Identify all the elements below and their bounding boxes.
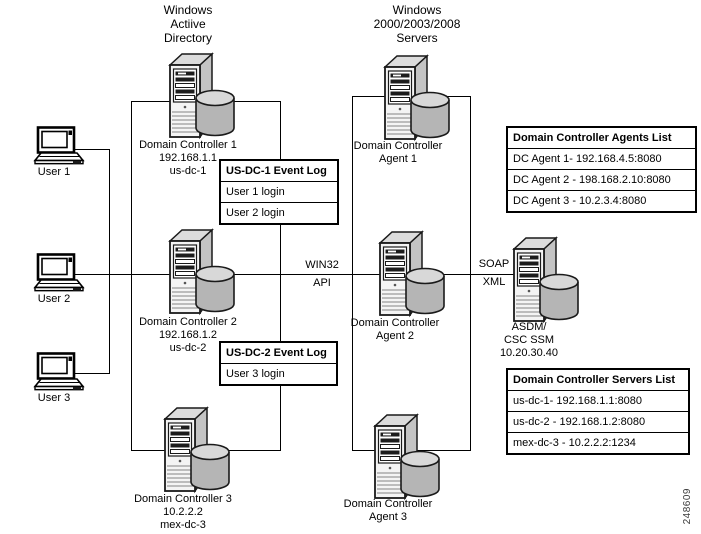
user2-workstation-icon xyxy=(33,253,89,293)
event-log-entry: User 1 login xyxy=(221,182,337,203)
api-label: API xyxy=(313,277,331,289)
agents-list-row: DC Agent 2 - 198.168.2.10:8080 xyxy=(508,170,695,191)
dc1-name: Domain Controller 1 xyxy=(139,139,237,151)
title-line: Actiive xyxy=(170,17,206,31)
servers-title: Windows 2000/2003/2008 Servers xyxy=(347,3,487,45)
user1-workstation-icon xyxy=(33,126,89,166)
dc2-hostname: us-dc-2 xyxy=(169,342,207,354)
agent2-sub: Agent 2 xyxy=(376,330,414,342)
title-line: Directory xyxy=(163,31,212,45)
servers-list-title: Domain Controller Servers List xyxy=(508,370,688,391)
agent1-sub: Agent 1 xyxy=(379,153,417,165)
servers-list-row: mex-dc-3 - 10.2.2.2:1234 xyxy=(513,437,636,449)
dc1-label: Domain Controller 1 192.168.1.1 us-dc-1 xyxy=(128,139,248,178)
servers-list-row: us-dc-2 - 192.168.1.2:8080 xyxy=(508,412,688,433)
agent1-name: Domain Controller xyxy=(353,140,443,152)
servers-list-row: us-dc-1- 192.168.1.1:8080 xyxy=(508,391,688,412)
asdm-label: ASDM/ CSC SSM 10.20.30.40 xyxy=(469,321,589,360)
user3-workstation-icon xyxy=(33,352,89,392)
dc1-ip: 192.168.1.1 xyxy=(158,152,218,164)
title-line: Windows xyxy=(163,3,213,17)
event-log-box-us-dc-2: US-DC-2 Event Log User 3 login xyxy=(219,341,338,386)
soap-label: SOAP xyxy=(478,258,510,270)
user1-label: User 1 xyxy=(37,166,71,178)
event-log-title: US-DC-1 Event Log xyxy=(221,161,337,182)
title-line: 2000/2003/2008 xyxy=(373,17,461,31)
connection-line-user-bus xyxy=(109,149,110,374)
agent3-label: Domain Controller Agent 3 xyxy=(328,498,448,524)
dc3-label: Domain Controller 3 10.2.2.2 mex-dc-3 xyxy=(123,493,243,532)
agent1-label: Domain Controller Agent 1 xyxy=(338,140,458,166)
dc2-server-icon xyxy=(168,228,236,316)
figure-number: 248609 xyxy=(682,488,693,525)
connection-line-user3 xyxy=(72,373,110,374)
title-line: Windows xyxy=(392,3,442,17)
dc3-hostname: mex-dc-3 xyxy=(160,519,206,531)
dc3-ip: 10.2.2.2 xyxy=(163,506,203,518)
asdm-line3: 10.20.30.40 xyxy=(499,347,559,359)
event-log-box-us-dc-1: US-DC-1 Event Log User 1 login User 2 lo… xyxy=(219,159,339,225)
dc1-server-icon xyxy=(168,52,236,140)
connection-line-user1 xyxy=(72,149,110,150)
agent2-server-icon xyxy=(378,230,446,318)
asdm-line1: ASDM/ xyxy=(511,321,547,333)
agent3-server-icon xyxy=(373,413,441,501)
win32-label: WIN32 xyxy=(305,259,339,271)
active-directory-title: Windows Actiive Directory xyxy=(118,3,258,45)
dc2-ip: 192.168.1.2 xyxy=(158,329,218,341)
dc1-hostname: us-dc-1 xyxy=(169,165,207,177)
connection-line-main-flow xyxy=(72,274,515,275)
dc2-name: Domain Controller 2 xyxy=(139,316,237,328)
agent2-name: Domain Controller xyxy=(350,317,440,329)
event-log-entry: User 2 login xyxy=(226,207,285,219)
agent1-server-icon xyxy=(383,54,451,142)
agent3-sub: Agent 3 xyxy=(369,511,407,523)
agents-list-title: Domain Controller Agents List xyxy=(508,128,695,149)
agents-list-row: DC Agent 3 - 10.2.3.4:8080 xyxy=(513,195,647,207)
dc2-label: Domain Controller 2 192.168.1.2 us-dc-2 xyxy=(128,316,248,355)
user3-label: User 3 xyxy=(37,392,71,404)
dc3-name: Domain Controller 3 xyxy=(134,493,232,505)
title-line: Servers xyxy=(396,31,438,45)
agent3-name: Domain Controller xyxy=(343,498,433,510)
event-log-entry: User 3 login xyxy=(226,368,285,380)
servers-list-table: Domain Controller Servers List us-dc-1- … xyxy=(506,368,690,455)
event-log-title: US-DC-2 Event Log xyxy=(221,343,336,364)
agent2-label: Domain Controller Agent 2 xyxy=(335,317,455,343)
user2-label: User 2 xyxy=(37,293,71,305)
agents-list-table: Domain Controller Agents List DC Agent 1… xyxy=(506,126,697,213)
asdm-line2: CSC SSM xyxy=(503,334,555,346)
dc3-server-icon xyxy=(163,406,231,494)
agents-list-row: DC Agent 1- 192.168.4.5:8080 xyxy=(508,149,695,170)
xml-label: XML xyxy=(482,276,506,288)
